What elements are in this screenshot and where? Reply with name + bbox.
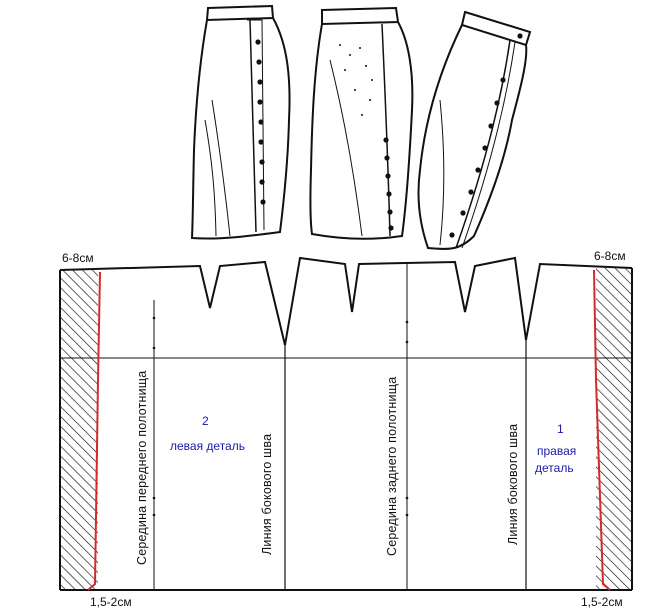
left-piece-name: левая деталь (170, 439, 245, 453)
skirt-side-illustration (417, 10, 532, 250)
front-center-label: Середина переднего полотнища (135, 371, 149, 565)
left-side-seam-label: Линия бокового шва (260, 434, 274, 555)
bottom-left-allowance-label: 1,5-2см (90, 595, 132, 609)
left-overlap-edge (87, 271, 101, 591)
waistline-with-darts (59, 256, 633, 346)
left-piece-number: 2 (202, 414, 209, 428)
right-side-seam-label: Линия бокового шва (506, 424, 520, 545)
skirt-back-illustration (309, 6, 414, 240)
back-center-label: Середина заднего полотнища (385, 377, 399, 556)
top-left-allowance-label: 6-8см (62, 251, 94, 265)
right-piece-number: 1 (557, 422, 564, 436)
top-right-allowance-label: 6-8см (594, 249, 626, 263)
right-piece-name-line2: деталь (535, 461, 574, 475)
left-overlap-hatch (60, 270, 98, 590)
right-piece-name-line1: правая (537, 444, 576, 458)
skirt-front-illustration (190, 4, 291, 240)
right-overlap-edge (593, 269, 611, 591)
bottom-right-allowance-label: 1,5-2см (581, 595, 623, 609)
pattern-outline (59, 256, 633, 591)
